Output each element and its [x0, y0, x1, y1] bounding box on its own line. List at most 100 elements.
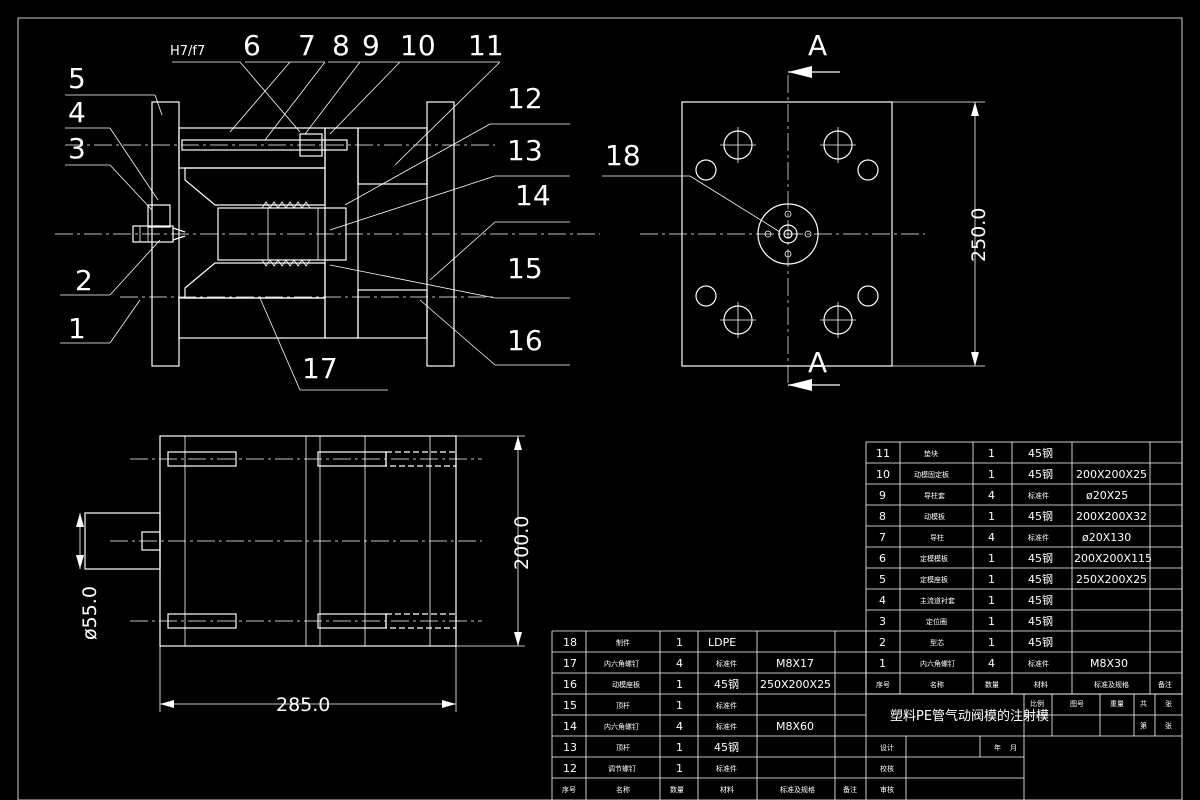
bom-left-header: 序号 名称 数量 材料 标准及规格 备注 — [562, 785, 857, 794]
bom-cell-spec: ø20X130 — [1082, 531, 1131, 544]
bom-header-spec: 标准及规格 — [1094, 680, 1129, 689]
side-width-dim: 285.0 — [276, 694, 330, 716]
bom-cell-spec: M8X60 — [776, 720, 814, 733]
bom-cell-no: 15 — [563, 699, 577, 712]
bom-right-row: 11 垫块 1 45钢 — [876, 447, 1053, 460]
bom-cell-qty: 4 — [676, 720, 683, 733]
guide-bush — [299, 133, 323, 157]
locating-ring-front — [757, 203, 819, 265]
bom-cell-mat: 标准件 — [1028, 491, 1049, 500]
front-view: 18 A A 250.0 — [602, 29, 990, 391]
bom-cell-no: 18 — [563, 636, 577, 649]
drawing-no-label: 图号 — [1070, 700, 1084, 708]
bom-cell-no: 10 — [876, 468, 890, 481]
callout-7: 7 — [298, 29, 316, 62]
year-label: 年 — [994, 743, 1001, 752]
callout-13: 13 — [507, 134, 543, 167]
bom-header-qty: 数量 — [985, 680, 999, 689]
callout-6: 6 — [243, 29, 261, 62]
bom-right-row: 6 定模模板 1 45钢 200X200X115 — [879, 552, 1152, 565]
bom-right-row: 1 内六角螺钉 4 标准件 M8X30 — [879, 657, 1128, 670]
callout-leaders — [60, 61, 570, 391]
callout-17: 17 — [302, 352, 338, 385]
cavity-lower — [184, 262, 326, 299]
bom-right-row: 10 动模固定板 1 45钢 200X200X25 — [876, 468, 1147, 481]
section-arrow-top — [788, 66, 812, 78]
bom-cell-mat: 标准件 — [716, 701, 737, 710]
bom-cell-spec: 250X200X25 — [760, 678, 831, 691]
callout-4: 4 — [68, 96, 86, 129]
bom-cell-qty: 1 — [988, 615, 995, 628]
bom-cell-mat: 标准件 — [716, 659, 737, 668]
bom-cell-name: 定模座板 — [920, 575, 948, 584]
bom-header-mat: 材料 — [1034, 680, 1048, 689]
callout-8: 8 — [332, 29, 350, 62]
callout-15: 15 — [507, 252, 543, 285]
bom-cell-qty: 1 — [676, 762, 683, 775]
bom-cell-spec: 200X200X115 — [1074, 552, 1152, 565]
bom-cell-name: 导柱套 — [924, 491, 945, 500]
bom-cell-name: 顶杆 — [616, 701, 630, 710]
callout-2: 2 — [75, 264, 93, 297]
designer-label: 设计 — [880, 743, 894, 752]
bom-left-row: 17 内六角螺钉 4 标准件 M8X17 — [563, 657, 814, 670]
section-arrow-bottom — [788, 379, 812, 391]
bom-cell-qty: 1 — [676, 741, 683, 754]
bom-right: 11 垫块 1 45钢 10 动模固定板 1 45钢 200X200X25 9 … — [865, 441, 1183, 695]
callout-9: 9 — [362, 29, 380, 62]
bom-header-note: 备注 — [843, 785, 857, 794]
callout-10: 10 — [400, 29, 436, 62]
bom-right-row: 7 导柱 4 标准件 ø20X130 — [879, 531, 1131, 544]
bom-cell-qty: 1 — [988, 636, 995, 649]
bom-right-row: 4 主流道衬套 1 45钢 — [879, 594, 1053, 607]
bom-cell-qty: 1 — [676, 636, 683, 649]
bom-left-row: 18 制件 1 LDPE — [563, 636, 736, 649]
bom-cell-no: 11 — [876, 447, 890, 460]
bom-header-no: 序号 — [876, 680, 890, 689]
callout-18: 18 — [605, 139, 641, 172]
front-height-dim: 250.0 — [968, 208, 990, 262]
bom-right-row: 9 导柱套 4 标准件 ø20X25 — [879, 489, 1128, 502]
drawing-title: 塑料PE管气动阀模的注射模 — [890, 708, 1049, 724]
fixed-mold-plate-bottom — [178, 297, 326, 339]
bom-cell-no: 16 — [563, 678, 577, 691]
bom-cell-mat: 45钢 — [1028, 468, 1053, 481]
bom-right-row: 5 定模座板 1 45钢 250X200X25 — [879, 573, 1147, 586]
bom-cell-no: 17 — [563, 657, 577, 670]
bom-cell-name: 定模模板 — [920, 554, 948, 563]
bom-cell-name: 动模固定板 — [914, 470, 949, 479]
bom-cell-no: 3 — [879, 615, 886, 628]
bom-cell-spec: 200X200X32 — [1076, 510, 1147, 523]
moving-plate — [324, 127, 359, 339]
bom-cell-mat: LDPE — [708, 636, 736, 649]
bom-cell-name: 制件 — [616, 638, 630, 647]
bom-cell-spec: ø20X25 — [1086, 489, 1128, 502]
bom-left: 18 制件 1 LDPE 17 内六角螺钉 4 标准件 M8X17 16 动模座… — [551, 630, 867, 800]
bom-cell-qty: 1 — [676, 699, 683, 712]
spring-top — [261, 201, 311, 209]
bom-cell-name: 内六角螺钉 — [920, 659, 955, 668]
moving-clamp-plate — [426, 101, 455, 367]
bom-cell-mat: 45钢 — [1028, 615, 1053, 628]
bom-left-row: 14 内六角螺钉 4 标准件 M8X60 — [563, 720, 814, 733]
bom-cell-name: 定位圈 — [926, 617, 947, 626]
bom-cell-mat: 45钢 — [1028, 552, 1053, 565]
bom-cell-mat: 45钢 — [714, 741, 739, 754]
callout-11: 11 — [468, 29, 504, 62]
fit-tolerance-label: H7/f7 — [170, 44, 205, 59]
bom-right-header: 序号 名称 数量 材料 标准及规格 备注 — [876, 680, 1172, 689]
bom-cell-name: 主流道衬套 — [920, 596, 955, 605]
callout-16: 16 — [507, 324, 543, 357]
bom-header-qty: 数量 — [670, 785, 684, 794]
bom-cell-qty: 4 — [988, 531, 995, 544]
drawing-border — [17, 17, 1183, 800]
spring-bottom — [261, 259, 311, 267]
bom-right-row: 2 型芯 1 45钢 — [879, 636, 1053, 649]
bom-cell-mat: 45钢 — [1028, 447, 1053, 460]
bom-cell-no: 12 — [563, 762, 577, 775]
callout-1: 1 — [68, 312, 86, 345]
bom-header-name: 名称 — [616, 785, 630, 794]
checker-label: 校核 — [880, 764, 894, 773]
callout-14: 14 — [515, 179, 551, 212]
